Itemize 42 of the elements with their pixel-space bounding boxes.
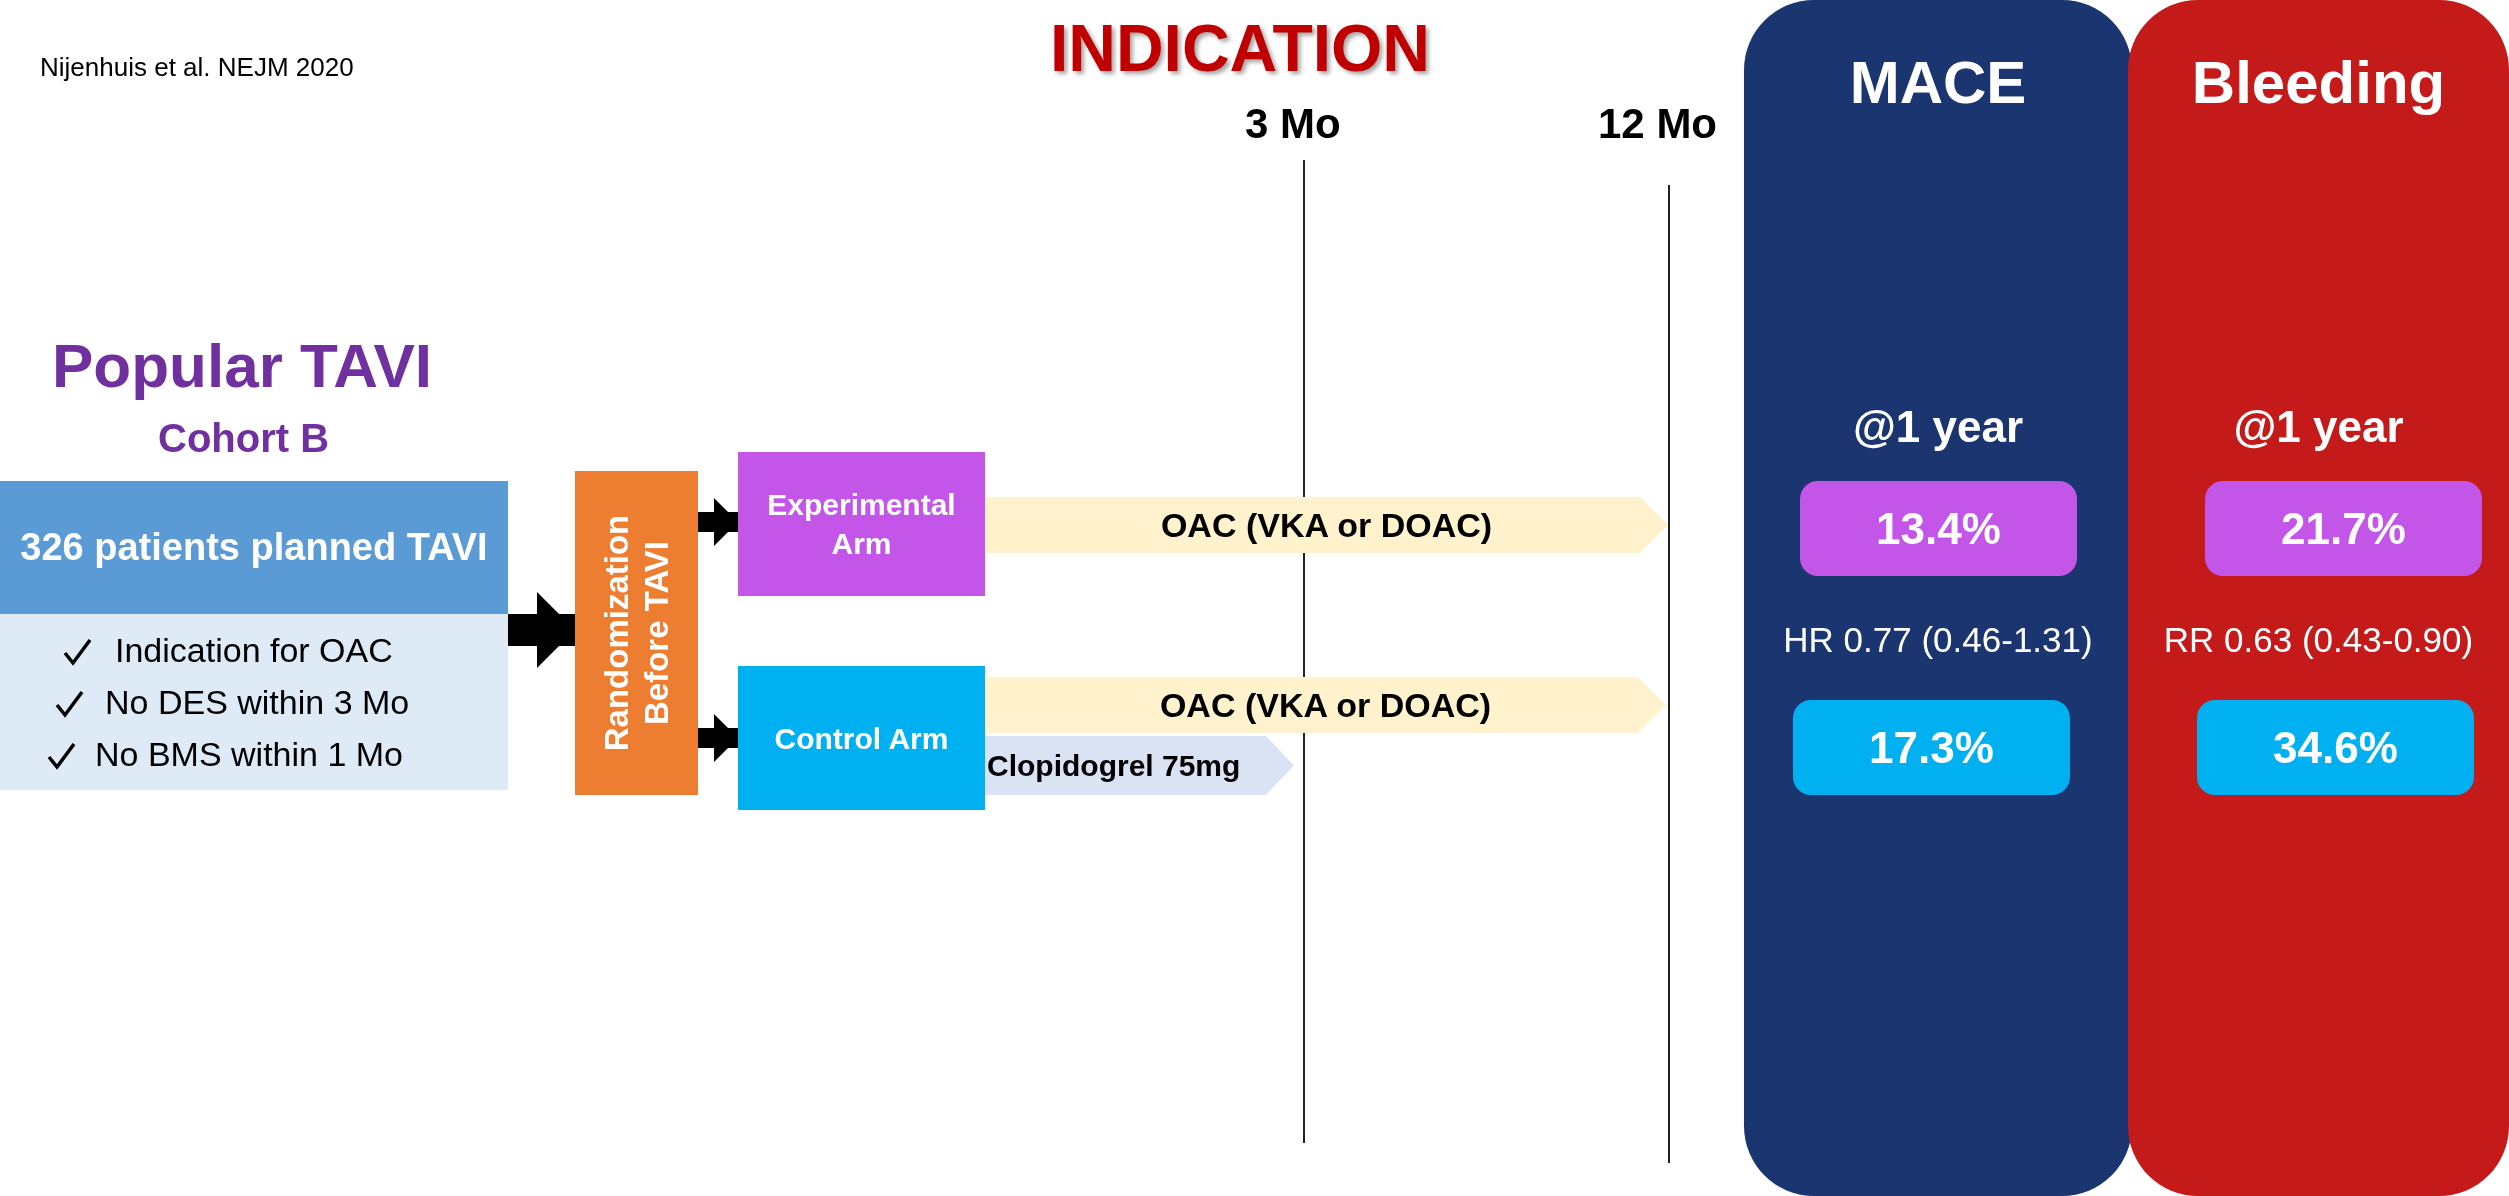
timepoint-label: 12 Mo: [1598, 100, 1718, 148]
result-box: [2205, 481, 2482, 576]
panel-heading: MACE: [1849, 48, 2027, 117]
patient-group-box: [0, 481, 508, 790]
criterion-text: No BMS within 1 Mo: [95, 735, 403, 774]
group-title: 326 patients planned TAVI: [19, 524, 489, 570]
randomization-box: [575, 471, 698, 795]
panel-heading: Bleeding: [2191, 48, 2446, 117]
effect-estimate: HR 0.77 (0.46-1.31): [1783, 620, 2093, 660]
citation: Nijenhuis et al. NEJM 2020: [40, 52, 354, 83]
result-box: [1800, 481, 2077, 576]
block-arrow: [698, 714, 738, 762]
result-value: 13.4%: [1875, 502, 2002, 555]
treatment-label: Clopidogrel 75mg: [987, 748, 1241, 783]
cohort-label: Cohort B: [158, 416, 330, 461]
block-arrow: [698, 498, 738, 546]
timepoint-label: 3 Mo: [1245, 100, 1341, 148]
treatment-bar: [985, 736, 1294, 795]
criterion-text: Indication for OAC: [115, 631, 393, 670]
block-arrow: [508, 591, 575, 669]
timepoint-heading: @1 year: [2233, 402, 2404, 452]
outcome-panel: [1744, 0, 2132, 1196]
treatment-label: OAC (VKA or DOAC): [1159, 685, 1492, 725]
control-arm-box: [738, 666, 985, 810]
arm-label: Control Arm: [773, 720, 950, 757]
result-box: [1793, 700, 2070, 795]
criterion-text: No DES within 3 Mo: [105, 683, 410, 722]
treatment-bar: [985, 677, 1666, 733]
result-value: 17.3%: [1868, 721, 1995, 774]
trial-name: Popular TAVI: [52, 330, 433, 401]
effect-estimate: RR 0.63 (0.43-0.90): [2163, 620, 2474, 660]
treatment-bar: [985, 497, 1668, 553]
timepoint-heading: @1 year: [1852, 402, 2024, 452]
experimental-arm-box: [738, 452, 985, 596]
box-text: Randomization Before TAVI: [596, 513, 676, 754]
treatment-label: OAC (VKA or DOAC): [1160, 505, 1493, 545]
result-value: 21.7%: [2280, 502, 2407, 555]
outcome-panel: [2128, 0, 2509, 1196]
result-value: 34.6%: [2272, 721, 2399, 774]
heading: INDICATION: [1048, 10, 1432, 86]
result-box: [2197, 700, 2474, 795]
arm-label: Experimental Arm: [766, 487, 957, 562]
